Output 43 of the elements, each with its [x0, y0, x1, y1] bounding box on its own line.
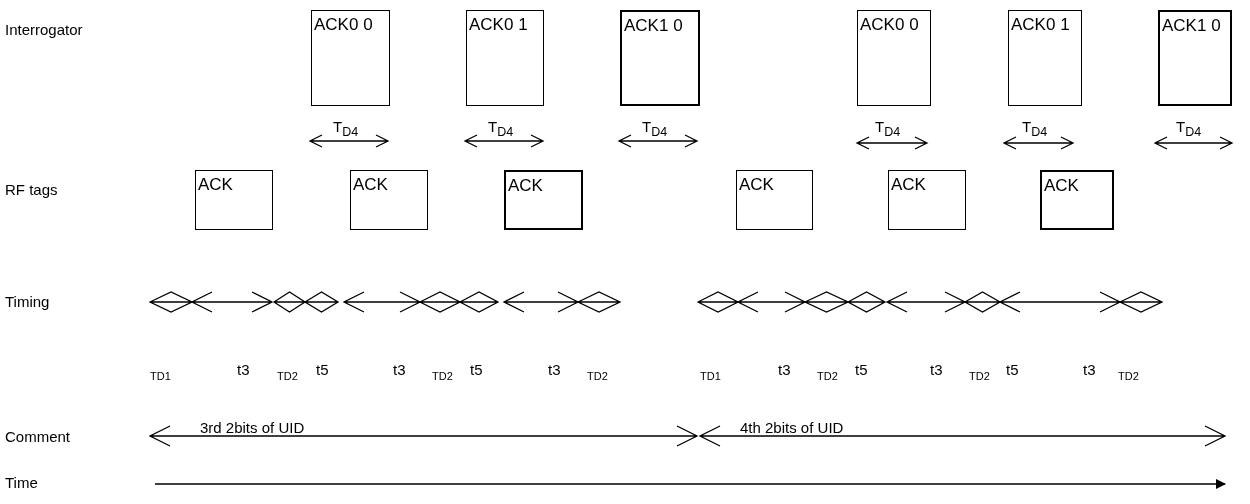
- duration-label: t3: [1083, 361, 1096, 379]
- message-box: ACK: [736, 170, 813, 230]
- message-box: ACK: [1040, 170, 1114, 230]
- message-box: ACK0 0: [857, 10, 931, 106]
- duration-label: TD2: [969, 369, 990, 384]
- message-box: ACK1 0: [620, 10, 700, 106]
- span-label: 4th 2bits of UID: [740, 419, 844, 437]
- duration-label: t5: [470, 361, 483, 379]
- row-label: RF tags: [5, 181, 58, 199]
- duration-label: t5: [316, 361, 329, 379]
- duration-label: T$_{D4}$: [875, 118, 901, 141]
- duration-label: t5: [1006, 361, 1019, 379]
- message-box: ACK: [504, 170, 583, 230]
- duration-label: T$_{D4}$: [1022, 118, 1048, 141]
- duration-label: t3: [778, 361, 791, 379]
- duration-label: T$_{D4}$: [1176, 118, 1202, 141]
- duration-label: TD2: [277, 369, 298, 384]
- message-box: ACK: [888, 170, 966, 230]
- row-label: Timing: [5, 293, 50, 311]
- duration-label: t3: [237, 361, 250, 379]
- message-box: ACK0 1: [1008, 10, 1082, 106]
- message-box: ACK0 0: [311, 10, 390, 106]
- duration-label: TD1: [150, 369, 171, 384]
- duration-label: T$_{D4}$: [642, 118, 668, 141]
- message-box: ACK: [195, 170, 273, 230]
- row-label: Interrogator: [5, 21, 83, 39]
- duration-label: TD2: [1118, 369, 1139, 384]
- message-box: ACK1 0: [1158, 10, 1232, 106]
- duration-label: t3: [548, 361, 561, 379]
- span-label: 3rd 2bits of UID: [200, 419, 305, 437]
- duration-label: t3: [930, 361, 943, 379]
- duration-label: t3: [393, 361, 406, 379]
- duration-label: T$_{D4}$: [333, 118, 359, 141]
- duration-label: T$_{D4}$: [488, 118, 514, 141]
- duration-label: TD1: [700, 369, 721, 384]
- message-box: ACK0 1: [466, 10, 544, 106]
- duration-label: TD2: [817, 369, 838, 384]
- row-label: Comment: [5, 428, 71, 446]
- message-box: ACK: [350, 170, 428, 230]
- duration-label: TD2: [587, 369, 608, 384]
- row-label: Time: [5, 474, 38, 492]
- duration-label: TD2: [432, 369, 453, 384]
- duration-label: t5: [855, 361, 868, 379]
